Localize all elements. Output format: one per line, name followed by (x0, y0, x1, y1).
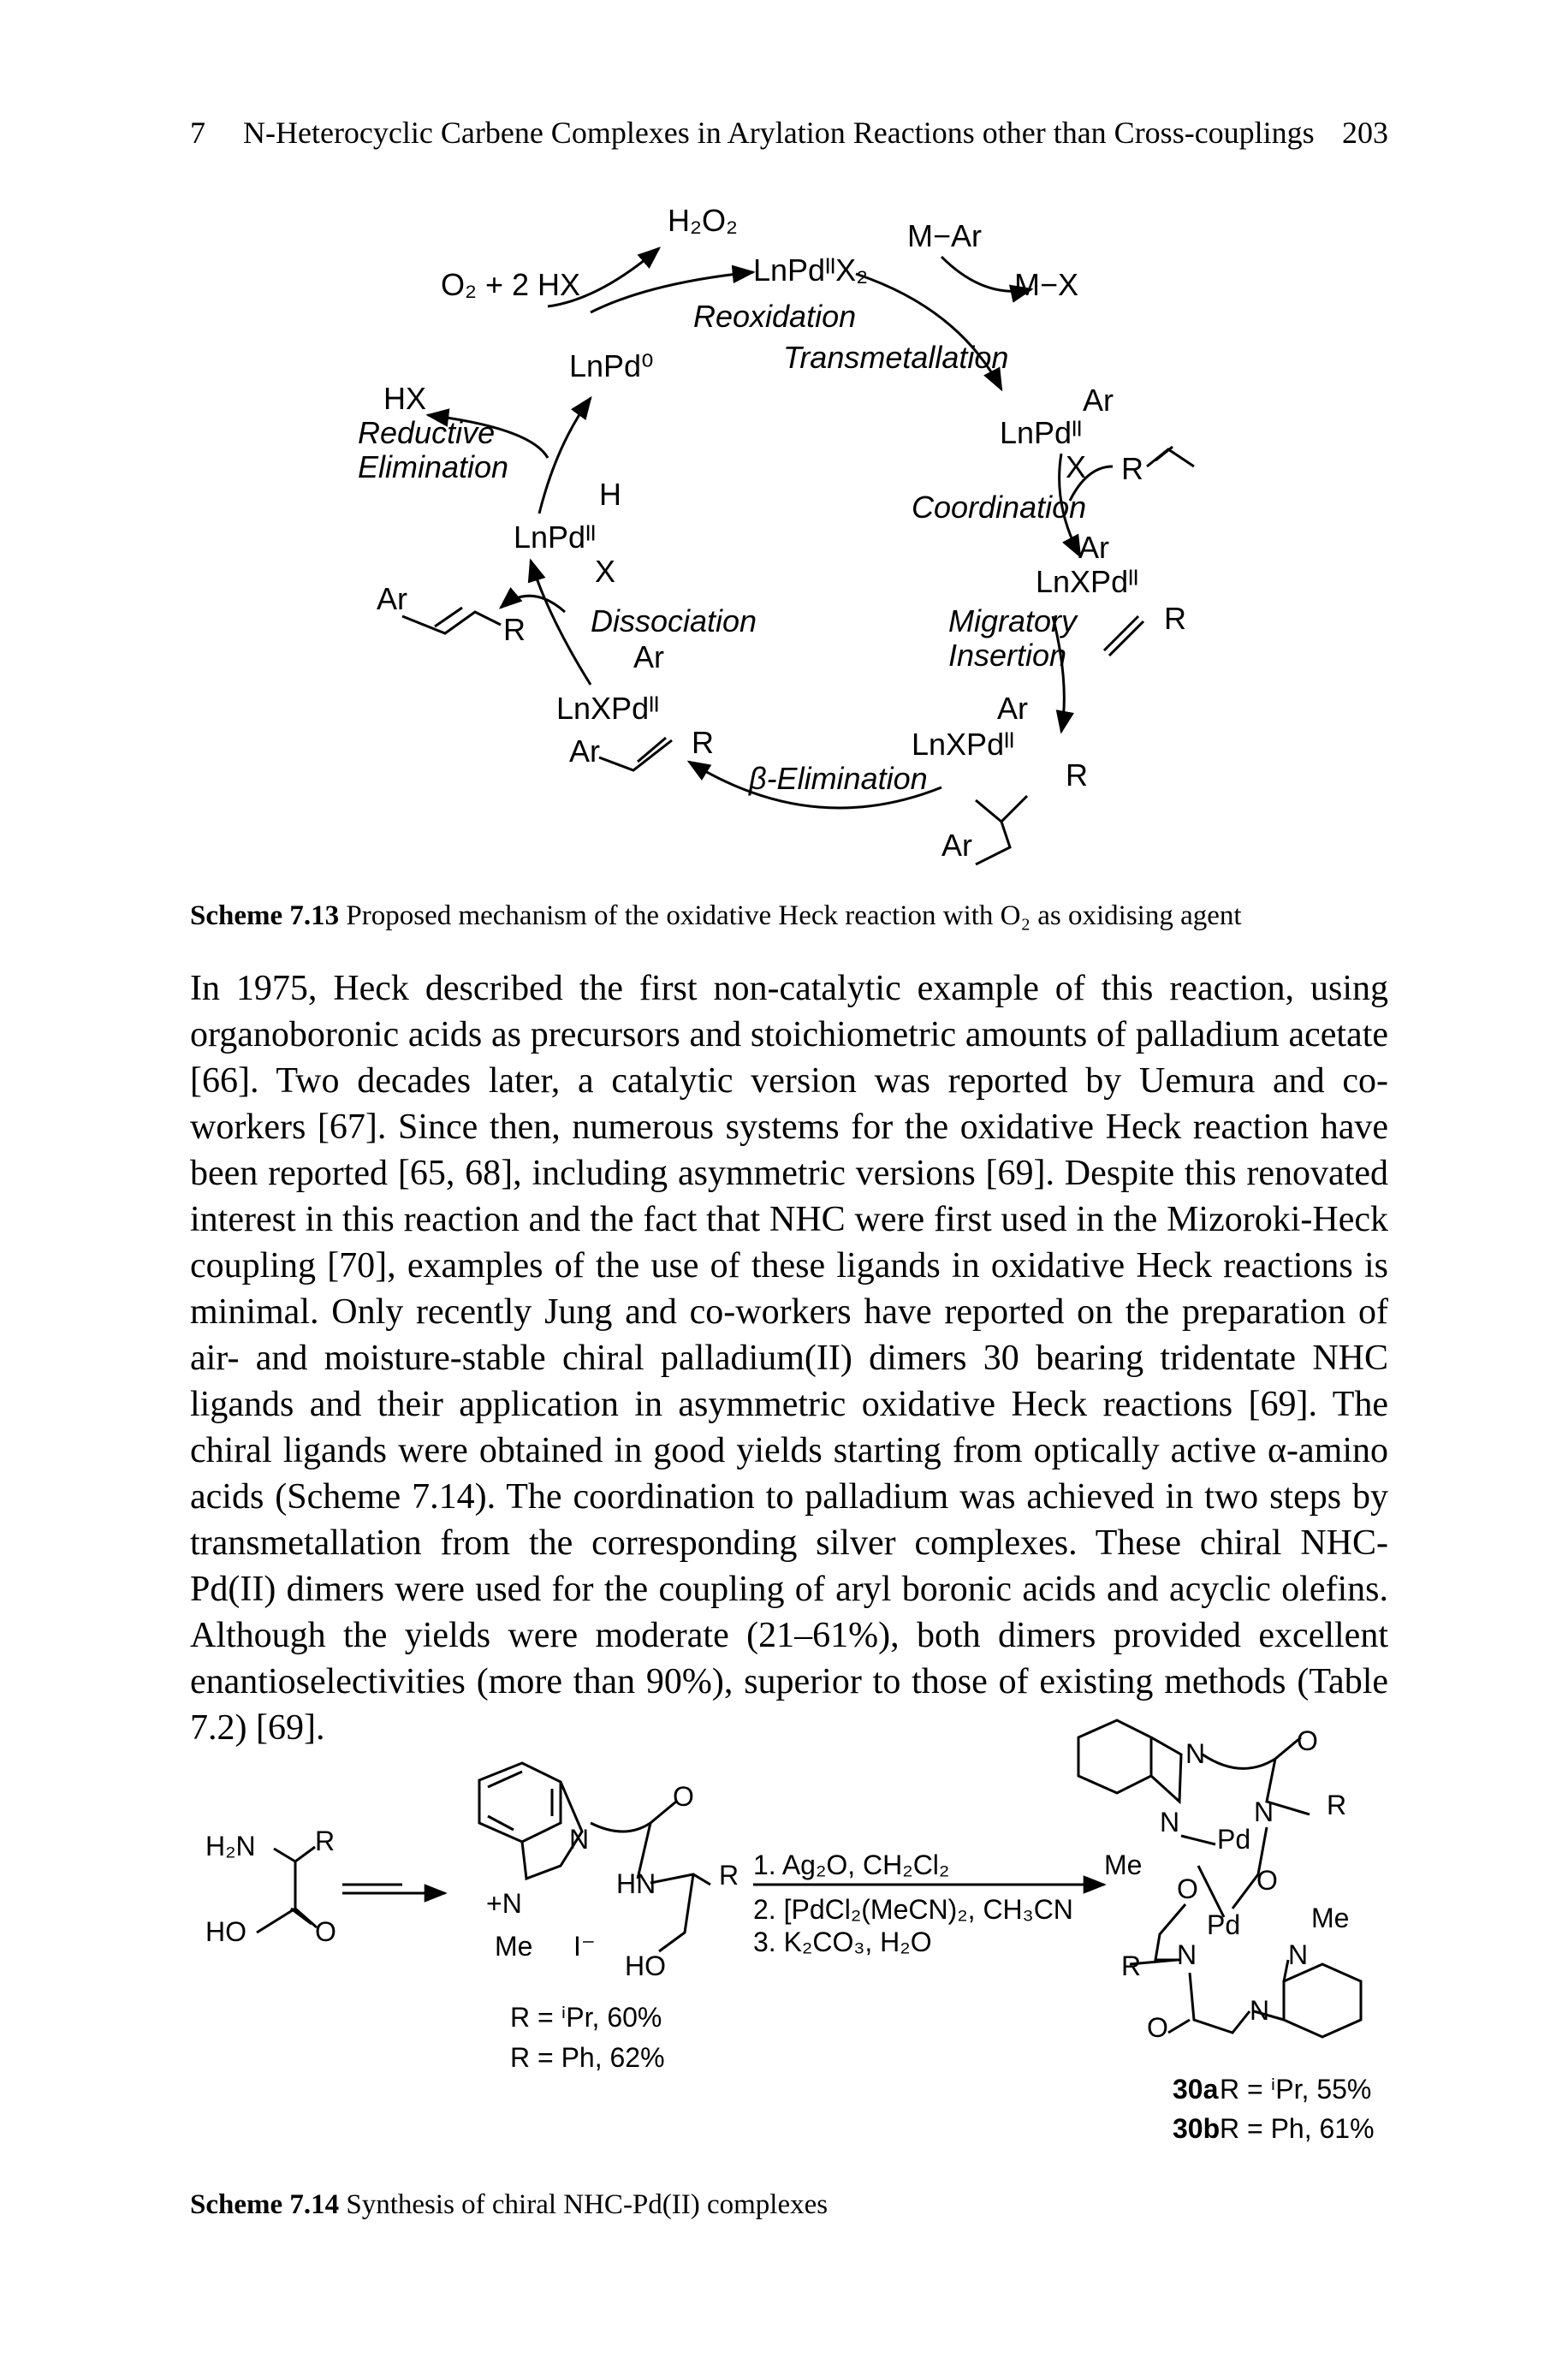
yield-ph-label: R = Ph, 62% (510, 2042, 665, 2073)
elimination-label: Elimination (358, 449, 508, 484)
lnxpd-coord-label: LnXPdᴵᴵ (1036, 564, 1138, 599)
dimer-pd1-label: Pd (1217, 1824, 1250, 1855)
imid-ho-label: HO (625, 1950, 666, 1981)
ar-on-pd-label: Ar (1083, 383, 1114, 418)
iodide-label: I⁻ (573, 1931, 596, 1962)
reductive-label: Reductive (358, 415, 495, 450)
running-header: 7 N-Heterocyclic Carbene Complexes in Ar… (190, 115, 1388, 157)
amino-r-label: R (315, 1826, 335, 1856)
dimer-o1-label: O (1297, 1725, 1318, 1756)
scheme-7-13-caption: Scheme 7.13 Proposed mechanism of the ox… (190, 900, 1242, 932)
chapter-number: 7 (190, 116, 205, 150)
dimer-n6-label: N (1250, 1995, 1269, 2026)
lnpd0-label: LnPd⁰ (569, 348, 654, 383)
dimer-o2-label: O (1177, 1873, 1198, 1904)
step2-label: 2. [PdCl₂(MeCN)₂, CH₃CN (753, 1894, 1073, 1925)
coordination-label: Coordination (912, 490, 1086, 525)
ar-diss-label: Ar (633, 639, 664, 674)
dimer-n2-label: N (1160, 1807, 1179, 1838)
dimer-me2-label: Me (1311, 1903, 1349, 1933)
r-product-label: R (503, 612, 526, 647)
lnpdx2-label: LnPdᴵᴵX₂ (753, 252, 868, 288)
dimer-n3-label: N (1254, 1796, 1274, 1827)
r-olefin-label: R (1164, 601, 1186, 636)
x-on-pd-label: X (1066, 449, 1086, 484)
transmetallation-label: Transmetallation (783, 340, 1008, 375)
dimer-r2-label: R (1121, 1950, 1141, 1981)
acid-o-label: O (315, 1916, 336, 1947)
product-30a-id: 30a (1173, 2074, 1219, 2105)
product-30b-label: R = Ph, 61% (1220, 2113, 1375, 2144)
scheme-7-14-caption: Scheme 7.14 Synthesis of chiral NHC-Pd(I… (190, 2189, 828, 2221)
imid-o-label: O (673, 1781, 694, 1812)
scheme-7-14-caption-text: Synthesis of chiral NHC-Pd(II) complexes (346, 2189, 829, 2220)
ar-alkene-label: Ar (569, 733, 600, 769)
imid-hn-label: HN (616, 1868, 656, 1899)
imid-me-label: Me (495, 1931, 532, 1962)
dimer-o4-label: O (1147, 2012, 1168, 2043)
dimer-n5-label: N (1288, 1939, 1308, 1970)
scheme-7-13-diagram: H₂O₂ M−Ar O₂ + 2 HX LnPdᴵᴵX₂ M−X Reoxida… (358, 203, 1195, 866)
imid-n-label: N (569, 1824, 589, 1855)
h2o2-label: H₂O₂ (668, 203, 738, 238)
lnxpd-mig-label: LnXPdᴵᴵ (912, 727, 1014, 762)
ar-product-label: Ar (377, 581, 407, 616)
hx-label: HX (383, 381, 426, 416)
yield-ipr-label: R = ⁱPr, 60% (510, 2002, 662, 2033)
dissociation-label: Dissociation (591, 603, 757, 638)
step1-label: 1. Ag₂O, CH₂Cl₂ (753, 1850, 949, 1880)
h2n-label: H₂N (205, 1831, 256, 1861)
chapter-title: N-Heterocyclic Carbene Complexes in Aryl… (243, 116, 1315, 150)
product-30a-label: R = ⁱPr, 55% (1220, 2074, 1371, 2105)
ar-bottom-label: Ar (941, 828, 972, 863)
x-on-pdh-label: X (595, 554, 615, 589)
reoxidation-label: Reoxidation (693, 299, 856, 334)
ar-mig-label: Ar (997, 691, 1028, 726)
m-x-label: M−X (1014, 267, 1078, 302)
insertion-label: Insertion (948, 638, 1066, 673)
o2-hx-label: O₂ + 2 HX (441, 267, 580, 302)
r-alkene-label: R (1121, 451, 1143, 486)
dimer-n1-label: N (1185, 1738, 1205, 1769)
step3-label: 3. K₂CO₃, H₂O (753, 1927, 932, 1957)
product-30b-id: 30b (1173, 2113, 1220, 2144)
ar-coord-label: Ar (1078, 530, 1109, 565)
scheme-7-14-caption-label: Scheme 7.14 (190, 2189, 340, 2220)
body-paragraph: In 1975, Heck described the first non-ca… (190, 969, 1388, 1748)
dimer-r1-label: R (1327, 1790, 1346, 1820)
r-mig-label: R (1066, 757, 1088, 793)
beta-elimination-label: β-Elimination (748, 761, 928, 796)
scheme-7-13-caption-text: Proposed mechanism of the oxidative Heck… (346, 900, 1242, 931)
lnxpd-diss-label: LnXPdᴵᴵ (556, 691, 659, 726)
m-ar-label: M−Ar (907, 218, 982, 253)
h-on-pd-label: H (599, 477, 621, 512)
imid-n-plus-label: +N (486, 1888, 522, 1919)
lnpd-ar-x-label: LnPdᴵᴵ (1000, 415, 1082, 450)
imid-r-label: R (719, 1860, 739, 1891)
dimer-me1-label: Me (1104, 1850, 1142, 1880)
dimer-n4-label: N (1177, 1939, 1197, 1970)
acid-ho-label: HO (205, 1916, 246, 1947)
page-number: 203 (1342, 116, 1388, 150)
scheme-7-13-caption-label: Scheme 7.13 (190, 900, 340, 931)
migratory-label: Migratory (948, 603, 1078, 638)
r-alkene2-label: R (692, 725, 714, 760)
scheme-7-14-diagram: H₂N R HO O N O +N HN R Me I⁻ HO R = ⁱPr,… (205, 1719, 1375, 2144)
lnpd-h-x-label: LnPdᴵᴵ (514, 520, 596, 555)
